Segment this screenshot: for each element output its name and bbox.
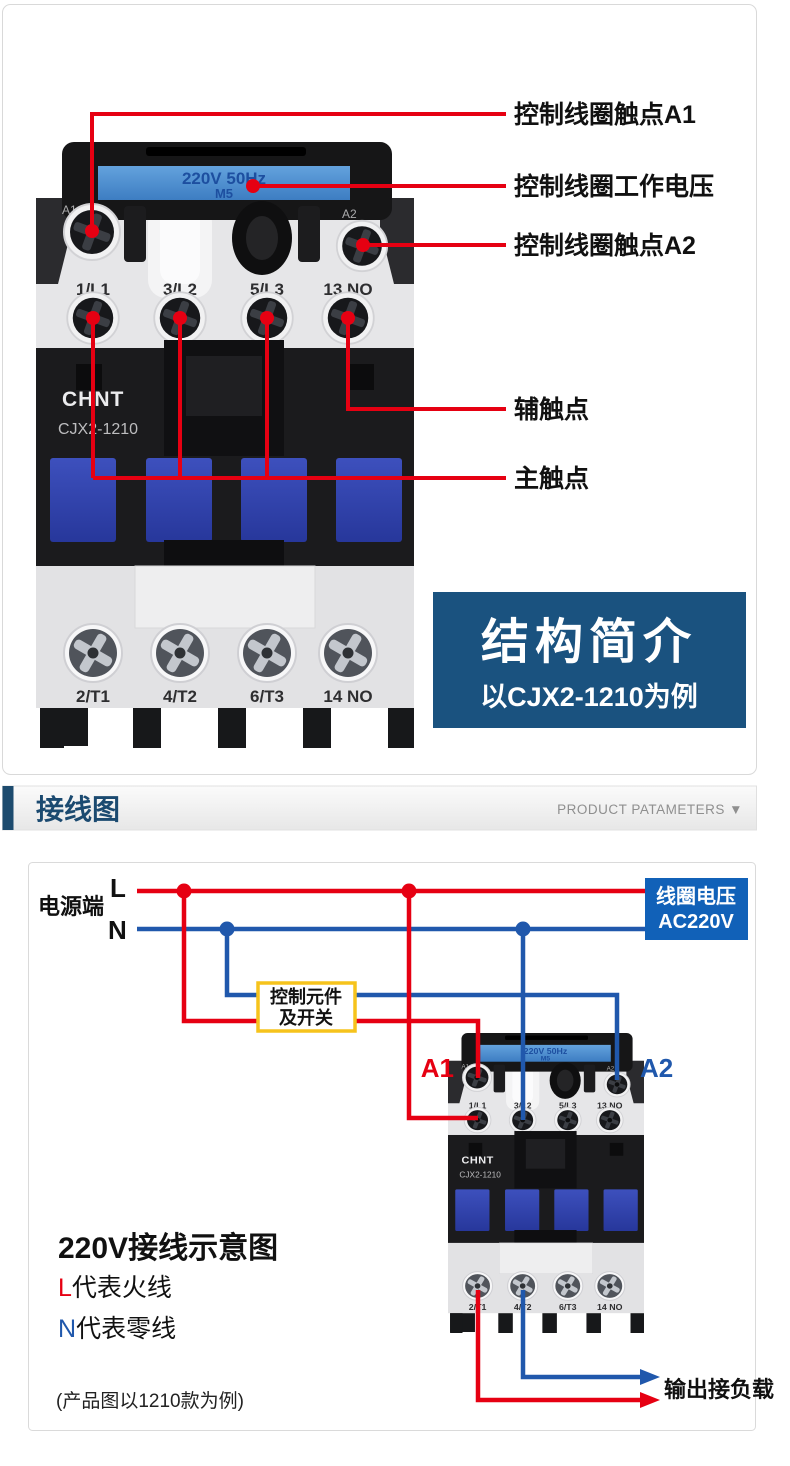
wire-output-red [475, 1290, 642, 1403]
wire-output-blue [520, 1290, 642, 1380]
wire-l-to-1l1 [406, 891, 478, 1121]
legend-l-text: 代表火线 [72, 1274, 172, 1302]
coil-voltage-line1: 线圈电压 [656, 884, 736, 908]
intro-title: 结构简介 [481, 616, 697, 669]
callout-line-a1 [90, 112, 506, 231]
contactor-photo-small [448, 1033, 644, 1334]
intro-subtitle: 以CJX2-1210为例 [480, 682, 698, 712]
callout-label-a2: 控制线圈触点A2 [514, 231, 696, 260]
legend-n-text: 代表零线 [76, 1315, 176, 1343]
a2-tag: A2 [640, 1053, 673, 1083]
coil-voltage-box: 线圈电压 AC220V [645, 878, 748, 940]
control-element-box: 控制元件 及开关 [256, 981, 357, 1033]
wire-control-to-a1 [355, 1018, 481, 1078]
control-box-line1: 控制元件 [270, 986, 342, 1007]
structure-intro-box: 结构简介 以CJX2-1210为例 [433, 592, 746, 728]
a1-tag: A1 [421, 1053, 454, 1083]
callout-label-a1: 控制线圈触点A1 [514, 100, 696, 129]
wiring-lines [137, 888, 645, 1403]
wire-n-to-control [224, 929, 258, 998]
wiring-caption-title: 220V接线示意图 [58, 1231, 278, 1265]
callout-lines [90, 112, 506, 480]
line-n-label: N [108, 915, 127, 945]
legend-l-prefix: L [58, 1274, 72, 1302]
legend-n-prefix: N [58, 1315, 76, 1343]
divider-accent [2, 786, 14, 830]
callout-labels: 控制线圈触点A1 控制线圈工作电压 控制线圈触点A2 辅触点 主触点 [514, 100, 714, 493]
coil-voltage-line2: AC220V [658, 911, 734, 933]
wire-l-to-control [181, 891, 258, 1024]
wiring-card [28, 862, 756, 1431]
callout-dots [85, 179, 370, 325]
wiring-junction-dots [176, 883, 531, 937]
line-l-label: L [110, 873, 126, 903]
callout-label-voltage: 控制线圈工作电压 [514, 172, 714, 201]
callout-line-aux [346, 318, 506, 411]
wiring-note: (产品图以1210款为例) [56, 1390, 244, 1412]
arrowhead-red [640, 1392, 660, 1408]
legend-neutral-wire: N代表零线 [58, 1315, 176, 1343]
power-source-label: 电源端 [38, 894, 104, 919]
output-load-label: 输出接负载 [664, 1377, 774, 1402]
section-divider: 接线图 PRODUCT PATAMETERS ▼ [2, 785, 757, 831]
product-parameters-link[interactable]: PRODUCT PATAMETERS ▼ [557, 802, 743, 817]
divider-title: 接线图 [36, 794, 120, 825]
control-box-line2: 及开关 [279, 1007, 333, 1028]
callout-label-main: 主触点 [514, 465, 589, 493]
callout-label-aux: 辅触点 [514, 396, 589, 424]
arrowhead-blue [640, 1369, 660, 1385]
wire-control-to-a2 [355, 992, 620, 1080]
output-arrowheads [640, 1369, 660, 1408]
legend-live-wire: L代表火线 [58, 1274, 172, 1302]
